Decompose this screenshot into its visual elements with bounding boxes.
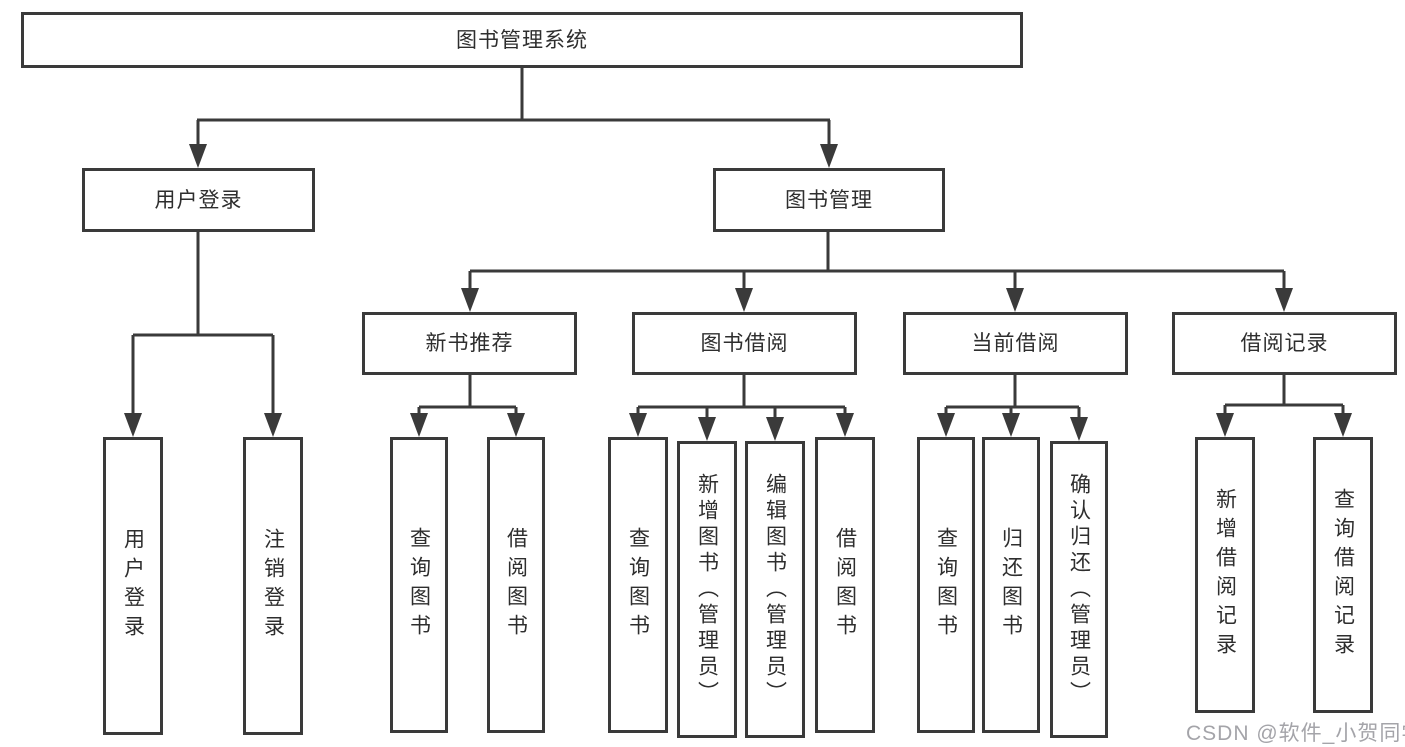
node-leaf-borrow-book-recommend: 借阅图书 (487, 437, 545, 733)
node-current-borrowing: 当前借阅 (903, 312, 1128, 375)
node-leaf-confirm-return-admin: 确认归还（管理员） (1050, 441, 1108, 738)
node-leaf-query-borrow-record: 查询借阅记录 (1313, 437, 1373, 713)
node-new-book-recommendation: 新书推荐 (362, 312, 577, 375)
node-leaf-edit-book-admin: 编辑图书（管理员） (745, 441, 805, 738)
node-leaf-user-login: 用户登录 (103, 437, 163, 735)
node-book-borrowing: 图书借阅 (632, 312, 857, 375)
node-library-management-system: 图书管理系统 (21, 12, 1023, 68)
node-book-management: 图书管理 (713, 168, 945, 232)
node-leaf-add-book-admin: 新增图书（管理员） (677, 441, 737, 738)
node-leaf-query-book-recommend: 查询图书 (390, 437, 448, 733)
node-leaf-return-book: 归还图书 (982, 437, 1040, 733)
node-borrowing-records: 借阅记录 (1172, 312, 1397, 375)
node-leaf-query-book-borrowing: 查询图书 (608, 437, 668, 733)
node-leaf-add-borrow-record: 新增借阅记录 (1195, 437, 1255, 713)
csdn-watermark: CSDN @软件_小贺同学 (1186, 722, 1405, 745)
node-user-login: 用户登录 (82, 168, 315, 232)
node-leaf-logout: 注销登录 (243, 437, 303, 735)
node-leaf-borrow-book: 借阅图书 (815, 437, 875, 733)
node-leaf-query-book-current: 查询图书 (917, 437, 975, 733)
